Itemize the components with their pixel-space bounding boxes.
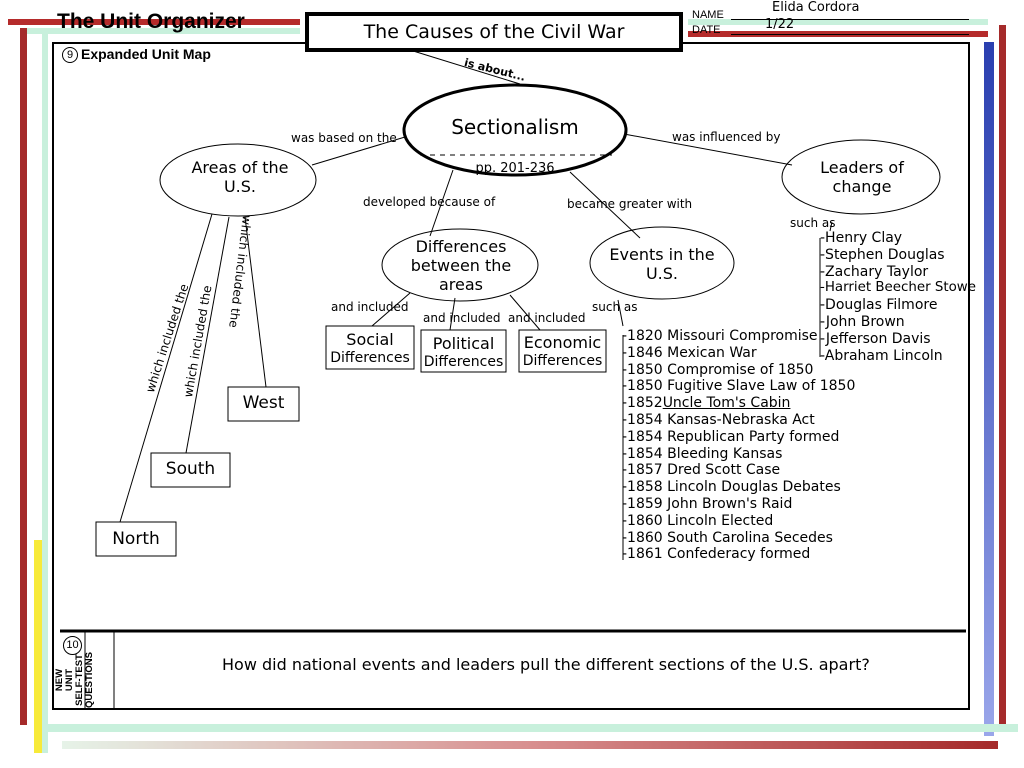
- social-label: Social Differences: [326, 331, 414, 367]
- differences-line2: between the: [410, 256, 512, 275]
- economic-line2: Differences: [522, 353, 603, 369]
- organizer-title: The Unit Organizer: [57, 10, 245, 33]
- link-influenced-by: was influenced by: [672, 130, 781, 144]
- link-and-included-social: and included: [331, 300, 409, 314]
- west-box: [227, 386, 300, 422]
- leader-item: -Zachary Taylor: [820, 263, 929, 280]
- event-item: -1854 Bleeding Kansas: [622, 445, 783, 462]
- leader-item: -Henry Clay: [820, 230, 903, 246]
- right-blue-bar: [984, 42, 994, 736]
- left-green-bar: [42, 28, 48, 753]
- link-such-as-leaders: such as: [790, 216, 836, 230]
- leaders-list: -Henry Clay -Stephen Douglas -Zachary Ta…: [820, 230, 976, 364]
- events-list: -1820 Missouri Compromise -1846 Mexican …: [622, 328, 855, 563]
- events-label: Events in the U.S.: [590, 245, 734, 283]
- link-and-included-economic: and included: [508, 311, 586, 325]
- link-based-on: was based on the: [291, 131, 397, 145]
- map-title: Expanded Unit Map: [81, 46, 211, 62]
- event-item: -1846 Mexican War: [622, 344, 757, 361]
- event-book-title: Uncle Tom's Cabin: [662, 395, 791, 412]
- event-item: -1850 Compromise of 1850: [622, 361, 814, 378]
- link-and-included-political: and included: [423, 311, 501, 325]
- left-yellow-bar: [34, 540, 42, 753]
- areas-label: Areas of the U.S.: [162, 158, 318, 196]
- event-item: -1858 Lincoln Douglas Debates: [622, 479, 841, 496]
- unit-topic: The Causes of the Civil War: [305, 12, 683, 52]
- differences-line3: areas: [438, 275, 483, 294]
- date-field[interactable]: 1/22: [765, 17, 795, 32]
- economic-line1: Economic: [523, 333, 602, 352]
- event-item: -1854 Republican Party formed: [622, 428, 840, 445]
- differences-node: [381, 228, 539, 302]
- leader-item: -Stephen Douglas: [820, 246, 945, 263]
- leader-item: -John Brown: [820, 313, 905, 330]
- bottom-red-bar: [62, 741, 998, 749]
- event-item: -1854 Kansas-Nebraska Act: [622, 411, 815, 428]
- south-label: South: [165, 459, 216, 479]
- self-test-question: How did national events and leaders pull…: [222, 655, 870, 674]
- economic-box: [518, 329, 607, 373]
- social-box: [325, 325, 415, 370]
- social-line1: Social: [346, 330, 394, 349]
- economic-label: Economic Differences: [519, 334, 606, 370]
- leader-item: -Abraham Lincoln: [820, 347, 943, 364]
- event-item: -1857 Dred Scott Case: [622, 462, 781, 479]
- leader-item: -Douglas Filmore: [820, 297, 938, 314]
- central-label: Sectionalism: [451, 115, 579, 139]
- event-item: -1860 Lincoln Elected: [622, 512, 774, 529]
- date-line: [731, 34, 969, 35]
- link-became-greater: became greater with: [567, 197, 693, 211]
- events-line2: U.S.: [645, 264, 679, 283]
- bottom-green-bar: [46, 724, 1018, 732]
- top-green-bar: [22, 28, 300, 34]
- areas-line2: U.S.: [223, 177, 257, 196]
- event-item: -1861 Confederacy formed: [622, 546, 811, 563]
- event-item-1852: -1852Uncle Tom's Cabin: [622, 395, 855, 412]
- leaders-label: Leaders of change: [783, 158, 941, 196]
- leaders-node: [781, 139, 941, 215]
- social-line2: Differences: [330, 350, 410, 366]
- self-test-label: NEW UNIT SELF-TEST QUESTIONS: [54, 651, 95, 709]
- political-label: Political Differences: [421, 335, 506, 371]
- leader-item: -Harriet Beecher Stowe: [820, 280, 976, 296]
- section-number-9: 9: [62, 47, 78, 63]
- areas-node: [159, 143, 317, 217]
- event-item: -1860 South Carolina Secedes: [622, 529, 833, 546]
- link-developed-because: developed because of: [363, 195, 496, 209]
- leaders-line2: change: [832, 177, 892, 196]
- date-label: DATE: [692, 24, 721, 36]
- event-item: -1859 John Brown's Raid: [622, 495, 793, 512]
- sectionalism-node: [402, 83, 628, 177]
- differences-line1: Differences: [415, 237, 507, 256]
- right-red-bar: [999, 25, 1006, 725]
- areas-line1: Areas of the: [191, 158, 289, 177]
- north-box: [95, 521, 177, 557]
- leader-item: -Jefferson Davis: [820, 330, 931, 347]
- event-item: -1850 Fugitive Slave Law of 1850: [622, 378, 856, 395]
- central-pages: pp. 201-236: [475, 161, 555, 176]
- name-field[interactable]: Elida Cordora: [772, 0, 860, 15]
- leaders-line1: Leaders of: [820, 158, 904, 177]
- top-red-bar: [8, 19, 300, 25]
- events-line1: Events in the: [609, 245, 715, 264]
- name-line: [731, 19, 969, 20]
- self-test-line: QUESTIONS: [84, 652, 95, 708]
- events-node: [589, 226, 735, 300]
- section-number-10: 10: [63, 636, 82, 655]
- political-line2: Differences: [423, 354, 504, 370]
- political-box: [420, 329, 507, 373]
- name-label: NAME: [692, 9, 724, 21]
- differences-label: Differences between the areas: [383, 237, 539, 294]
- event-item: -1820 Missouri Compromise: [622, 328, 818, 344]
- political-line1: Political: [432, 334, 495, 353]
- south-box: [150, 452, 231, 488]
- left-red-bar: [20, 28, 27, 725]
- event-year: -1852: [622, 395, 663, 412]
- west-label: West: [242, 393, 285, 413]
- north-label: North: [112, 529, 160, 549]
- top-right-green-bar: [688, 19, 988, 25]
- link-such-as-events: such as: [592, 300, 638, 314]
